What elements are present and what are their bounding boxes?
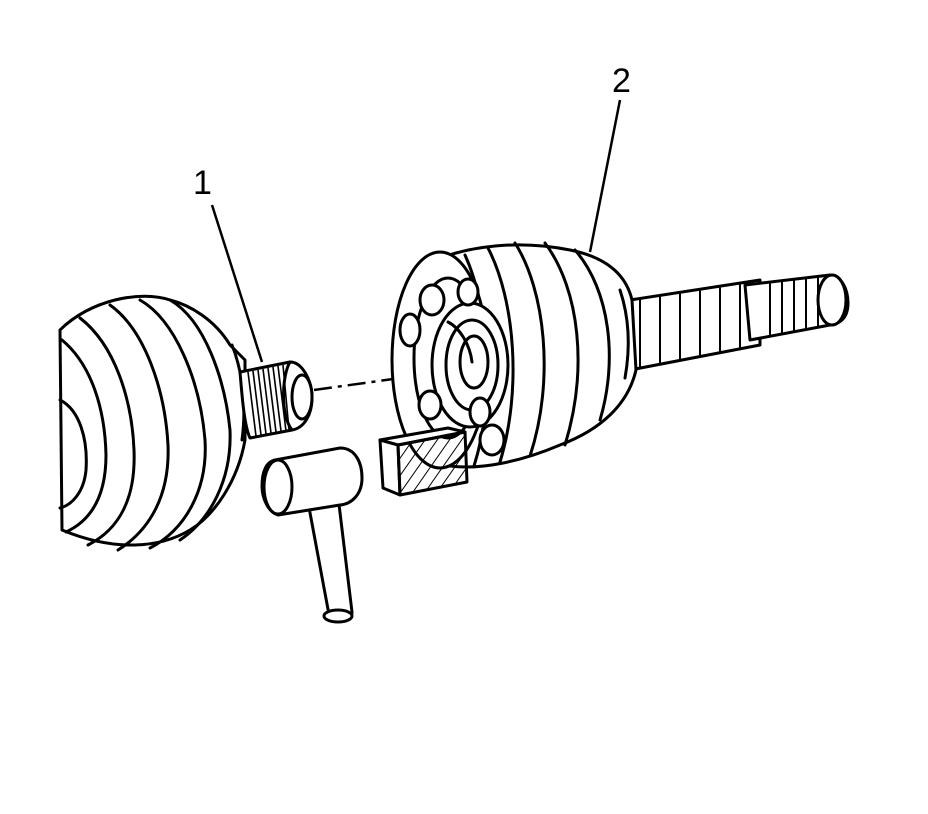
wooden-block — [378, 426, 469, 497]
left-cv-boot — [58, 294, 247, 552]
splined-stub-shaft — [238, 360, 314, 440]
callout-1-leader — [210, 204, 264, 363]
mallet — [260, 446, 364, 624]
callout-2-leader — [588, 99, 622, 253]
callout-2-label: 2 — [612, 62, 631, 100]
callout-1-label: 1 — [193, 164, 212, 202]
outer-cv-joint — [390, 241, 850, 470]
